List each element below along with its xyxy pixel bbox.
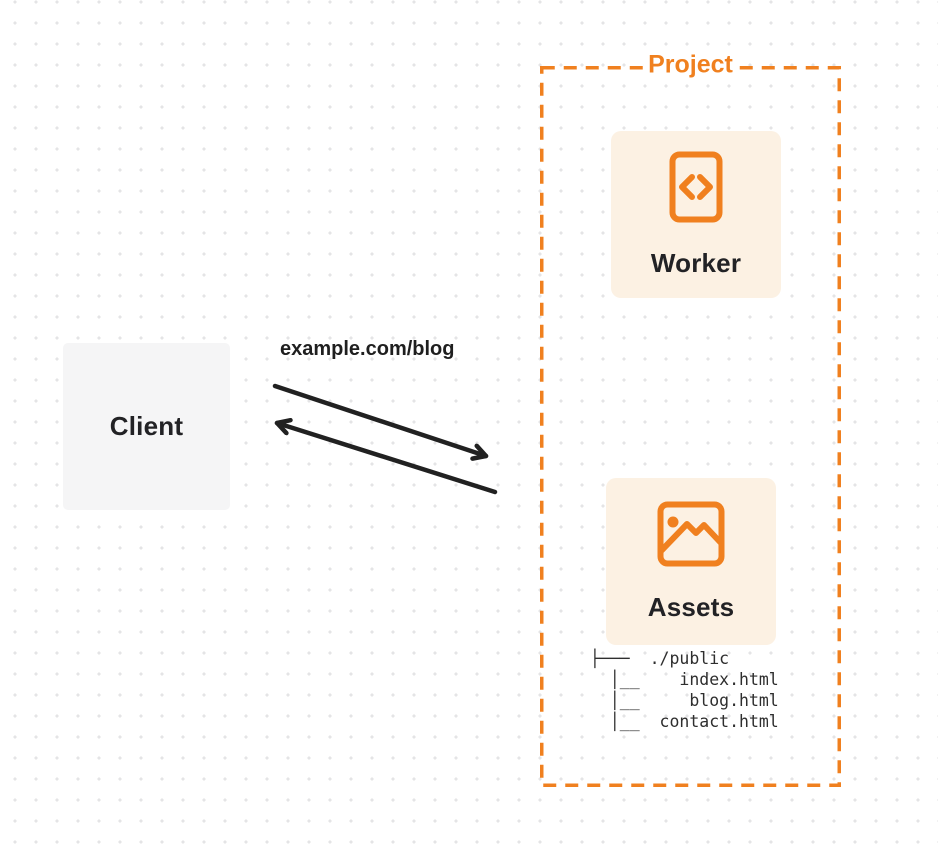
assets-file-tree: ├─── ./public │__ index.html │__ blog.ht…: [590, 648, 779, 732]
assets-label: Assets: [647, 591, 735, 622]
response-arrow: [274, 417, 498, 495]
assets-node: Assets: [606, 478, 776, 645]
code-file-icon: [669, 151, 723, 222]
image-icon: [657, 501, 725, 566]
tree-line-public: ├─── ./public: [590, 649, 730, 668]
project-container: Project Worker Assets ├─── ./public │__ …: [540, 50, 841, 787]
project-title: Project: [643, 50, 738, 80]
tree-line-blog: │__ blog.html: [590, 691, 779, 710]
request-arrow: [272, 383, 489, 461]
request-url-label: example.com/blog: [280, 338, 455, 360]
client-node: Client: [63, 343, 230, 510]
client-label: Client: [109, 411, 184, 441]
worker-label: Worker: [650, 247, 742, 278]
tree-line-contact: │__ contact.html: [590, 712, 779, 731]
tree-line-index: │__ index.html: [590, 670, 779, 689]
worker-node: Worker: [611, 131, 781, 298]
